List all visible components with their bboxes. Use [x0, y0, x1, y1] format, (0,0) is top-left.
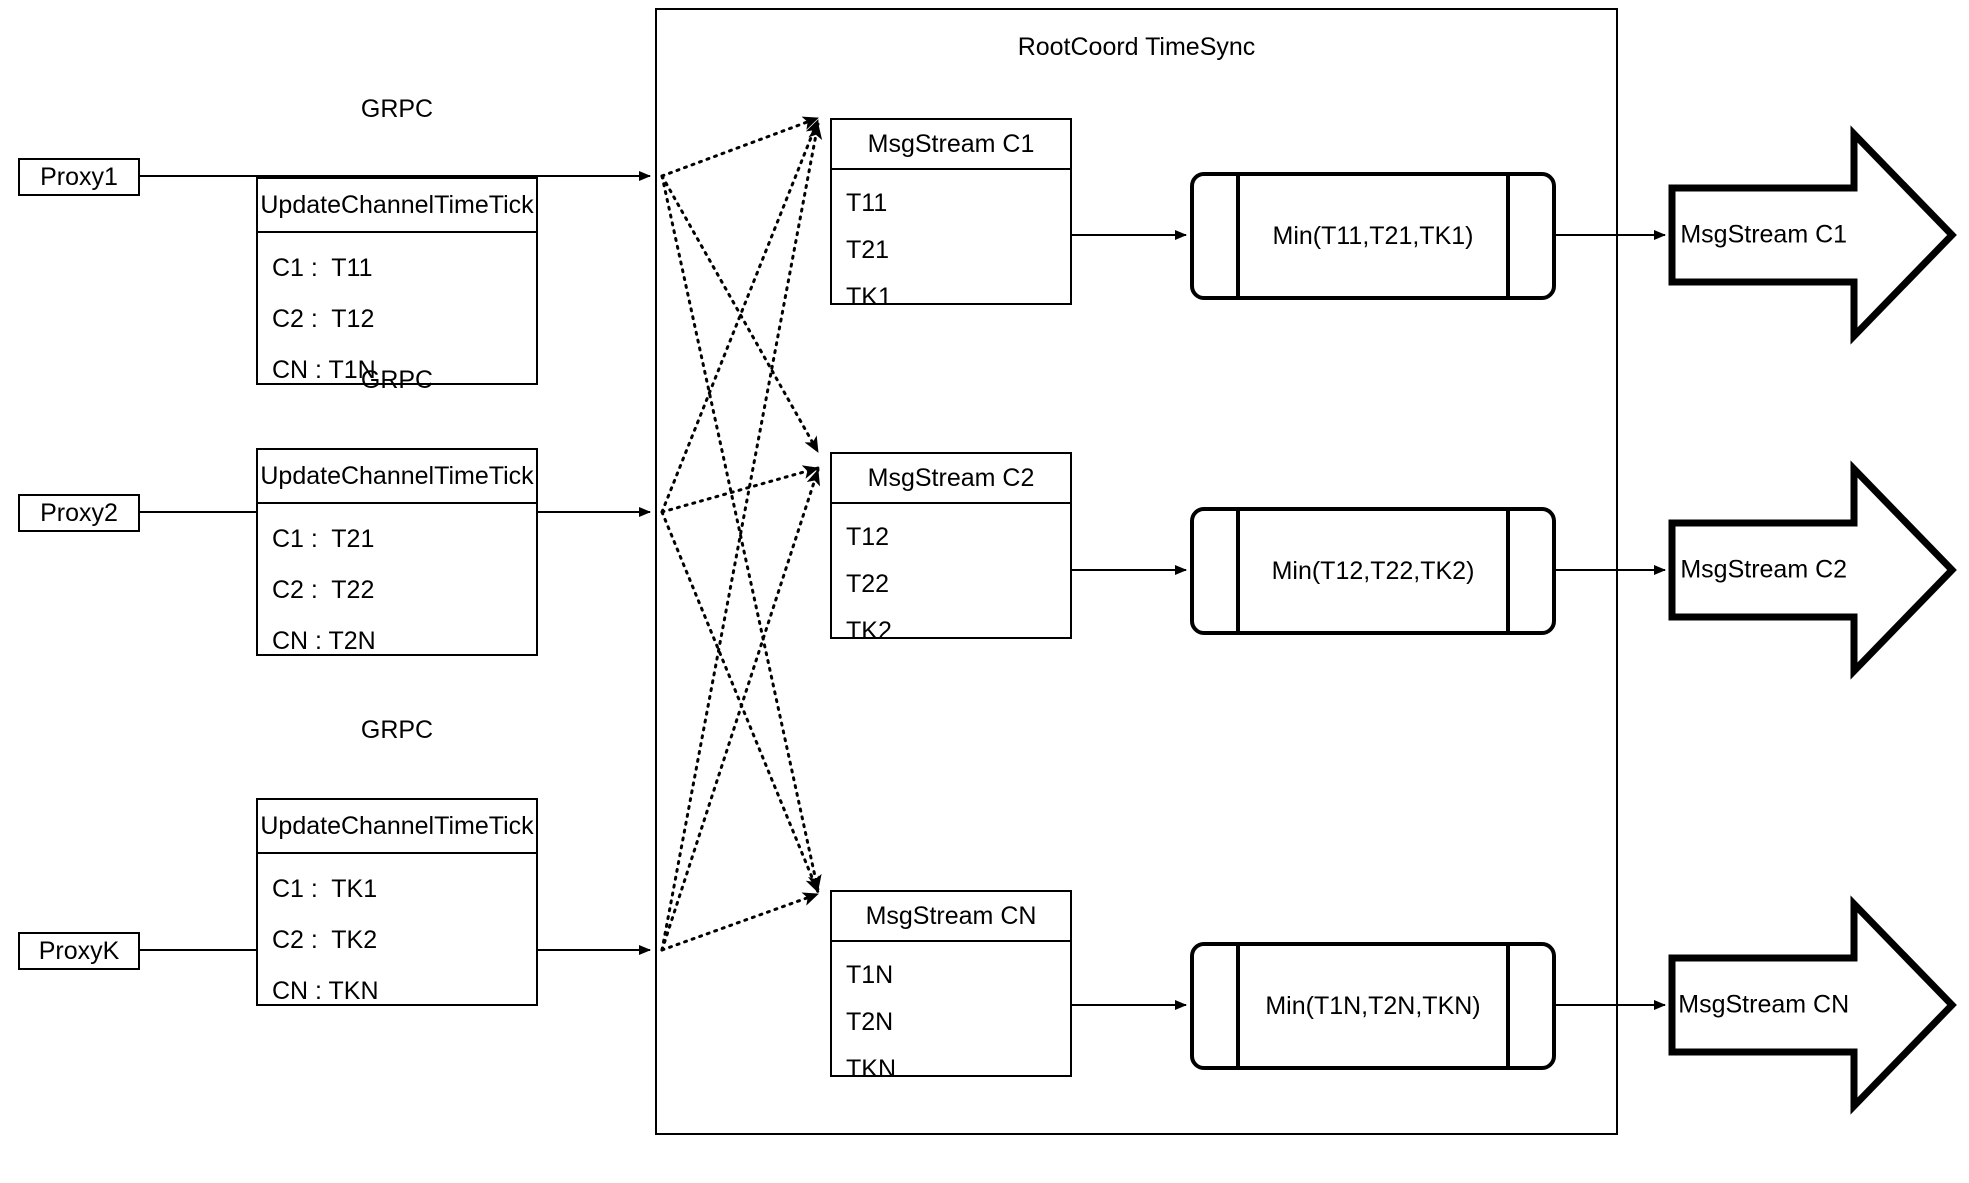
msgstream-title: MsgStream C2: [832, 454, 1070, 504]
grpc-label-k: GRPC: [360, 716, 434, 744]
output-block-arrow-label: MsgStream C1: [1680, 220, 1848, 249]
timetick-row: CN : T2N: [272, 627, 376, 655]
grpc-label-1: GRPC: [360, 95, 434, 123]
msgstream-box-c1: MsgStream C1 T11 T21 TK1: [830, 118, 1072, 311]
min-process-c1: Min(T11,T21,TK1): [1190, 172, 1556, 300]
update-channel-timetick-rows: C1 : T11 C2 : T12 CN : T1N: [258, 233, 536, 396]
msgstream-row: T2N: [846, 1008, 894, 1036]
msgstream-box-cn: MsgStream CN T1N T2N TKN: [830, 890, 1072, 1083]
update-channel-timetick-rows: C1 : T21 C2 : T22 CN : T2N: [258, 504, 536, 667]
msgstream-rows: T11 T21 TK1: [832, 170, 1070, 321]
min-process-cn: Min(T1N,T2N,TKN): [1190, 942, 1556, 1070]
msgstream-row: T21: [846, 236, 890, 264]
timetick-row: C2 : TK2: [272, 926, 378, 954]
timetick-row: C1 : T21: [272, 525, 375, 553]
update-channel-timetick-rows: C1 : TK1 C2 : TK2 CN : TKN: [258, 854, 536, 1017]
min-process-label: Min(T12,T22,TK2): [1271, 556, 1475, 585]
block-arrow-shape: [1668, 125, 1957, 345]
min-process-c2: Min(T12,T22,TK2): [1190, 507, 1556, 635]
rootcoord-timesync-container: [655, 8, 1618, 1135]
msgstream-row: T12: [846, 523, 890, 551]
update-channel-timetick-title: UpdateChannelTimeTick: [258, 179, 536, 233]
msgstream-box-c2: MsgStream C2 T12 T22 TK2: [830, 452, 1072, 645]
timetick-row: CN : T1N: [272, 356, 376, 384]
msgstream-title: MsgStream C1: [832, 120, 1070, 170]
update-channel-timetick-box-2: UpdateChannelTimeTick C1 : T21 C2 : T22 …: [256, 448, 538, 656]
output-block-arrow-label: MsgStream CN: [1678, 990, 1850, 1019]
msgstream-row: T11: [846, 189, 888, 217]
update-channel-timetick-title: UpdateChannelTimeTick: [258, 800, 536, 854]
msgstream-row: TK1: [846, 283, 892, 311]
timetick-row: C2 : T12: [272, 305, 375, 333]
output-block-arrow-cn: MsgStream CN: [1668, 890, 1958, 1120]
msgstream-rows: T1N T2N TKN: [832, 942, 1070, 1093]
msgstream-row: TKN: [846, 1055, 896, 1083]
proxy-label: Proxy1: [40, 162, 118, 191]
update-channel-timetick-box-1: UpdateChannelTimeTick C1 : T11 C2 : T12 …: [256, 177, 538, 385]
block-arrow-shape: [1668, 460, 1957, 680]
proxy-label: ProxyK: [38, 936, 120, 965]
update-channel-timetick-box-k: UpdateChannelTimeTick C1 : TK1 C2 : TK2 …: [256, 798, 538, 1006]
msgstream-title: MsgStream CN: [832, 892, 1070, 942]
min-process-label: Min(T11,T21,TK1): [1272, 221, 1474, 250]
grpc-label-2: GRPC: [360, 366, 434, 394]
update-channel-timetick-title: UpdateChannelTimeTick: [258, 450, 536, 504]
output-block-arrow-label: MsgStream C2: [1680, 555, 1848, 584]
proxy-box-1[interactable]: Proxy1: [18, 158, 140, 196]
output-block-arrow-c2: MsgStream C2: [1668, 455, 1958, 685]
block-arrow-shape: [1668, 895, 1957, 1115]
min-process-label: Min(T1N,T2N,TKN): [1265, 991, 1481, 1020]
timetick-row: C1 : T11: [272, 254, 373, 282]
timetick-row: C2 : T22: [272, 576, 375, 604]
msgstream-row: T22: [846, 570, 890, 598]
output-block-arrow-c1: MsgStream C1: [1668, 120, 1958, 350]
proxy-box-k[interactable]: ProxyK: [18, 932, 140, 970]
msgstream-row: T1N: [846, 961, 894, 989]
timetick-row: CN : TKN: [272, 977, 379, 1005]
timetick-row: C1 : TK1: [272, 875, 378, 903]
msgstream-rows: T12 T22 TK2: [832, 504, 1070, 655]
proxy-label: Proxy2: [40, 498, 118, 527]
proxy-box-2[interactable]: Proxy2: [18, 494, 140, 532]
msgstream-row: TK2: [846, 617, 892, 645]
rootcoord-timesync-title: RootCoord TimeSync: [1017, 33, 1256, 61]
